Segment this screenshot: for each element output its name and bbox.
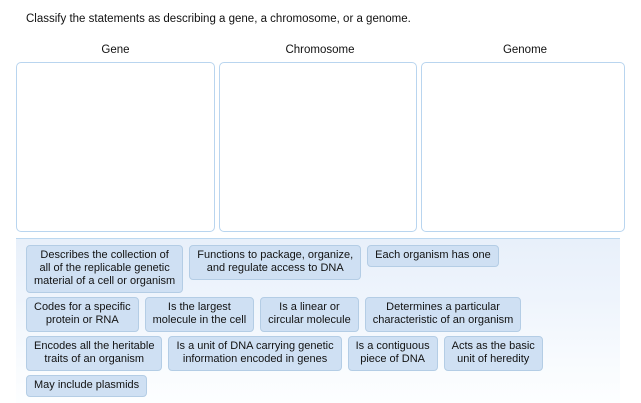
item-bank-row: Codes for a specific protein or RNA Is t… bbox=[26, 297, 620, 332]
drop-zone-chromosome[interactable] bbox=[219, 62, 417, 232]
draggable-item[interactable]: Determines a particular characteristic o… bbox=[364, 297, 522, 332]
category-header-genome: Genome bbox=[502, 44, 548, 56]
item-bank-row: Encodes all the heritable traits of an o… bbox=[26, 336, 620, 371]
drop-zone-gene[interactable] bbox=[16, 62, 215, 232]
draggable-item[interactable]: Is a unit of DNA carrying genetic inform… bbox=[168, 336, 342, 371]
drop-zones bbox=[16, 62, 625, 232]
instruction-text: Classify the statements as describing a … bbox=[26, 13, 411, 25]
item-bank-row: Describes the collection of all of the r… bbox=[26, 245, 620, 293]
category-header-gene: Gene bbox=[101, 44, 130, 56]
draggable-item[interactable]: Is a contiguous piece of DNA bbox=[347, 336, 438, 371]
draggable-item[interactable]: Each organism has one bbox=[367, 245, 499, 267]
item-bank: Describes the collection of all of the r… bbox=[16, 238, 620, 403]
draggable-item[interactable]: Functions to package, organize, and regu… bbox=[189, 245, 362, 280]
draggable-item[interactable]: Is a linear or circular molecule bbox=[260, 297, 359, 332]
draggable-item[interactable]: May include plasmids bbox=[26, 375, 148, 397]
draggable-item[interactable]: Codes for a specific protein or RNA bbox=[26, 297, 139, 332]
item-bank-row: May include plasmids bbox=[26, 375, 620, 397]
draggable-item[interactable]: Acts as the basic unit of heredity bbox=[443, 336, 543, 371]
category-header-chromosome: Chromosome bbox=[285, 44, 355, 56]
draggable-item[interactable]: Is the largest molecule in the cell bbox=[144, 297, 255, 332]
draggable-item[interactable]: Encodes all the heritable traits of an o… bbox=[26, 336, 163, 371]
drop-zone-genome[interactable] bbox=[421, 62, 625, 232]
category-headers: Gene Chromosome Genome bbox=[16, 42, 625, 60]
draggable-item[interactable]: Describes the collection of all of the r… bbox=[26, 245, 184, 293]
